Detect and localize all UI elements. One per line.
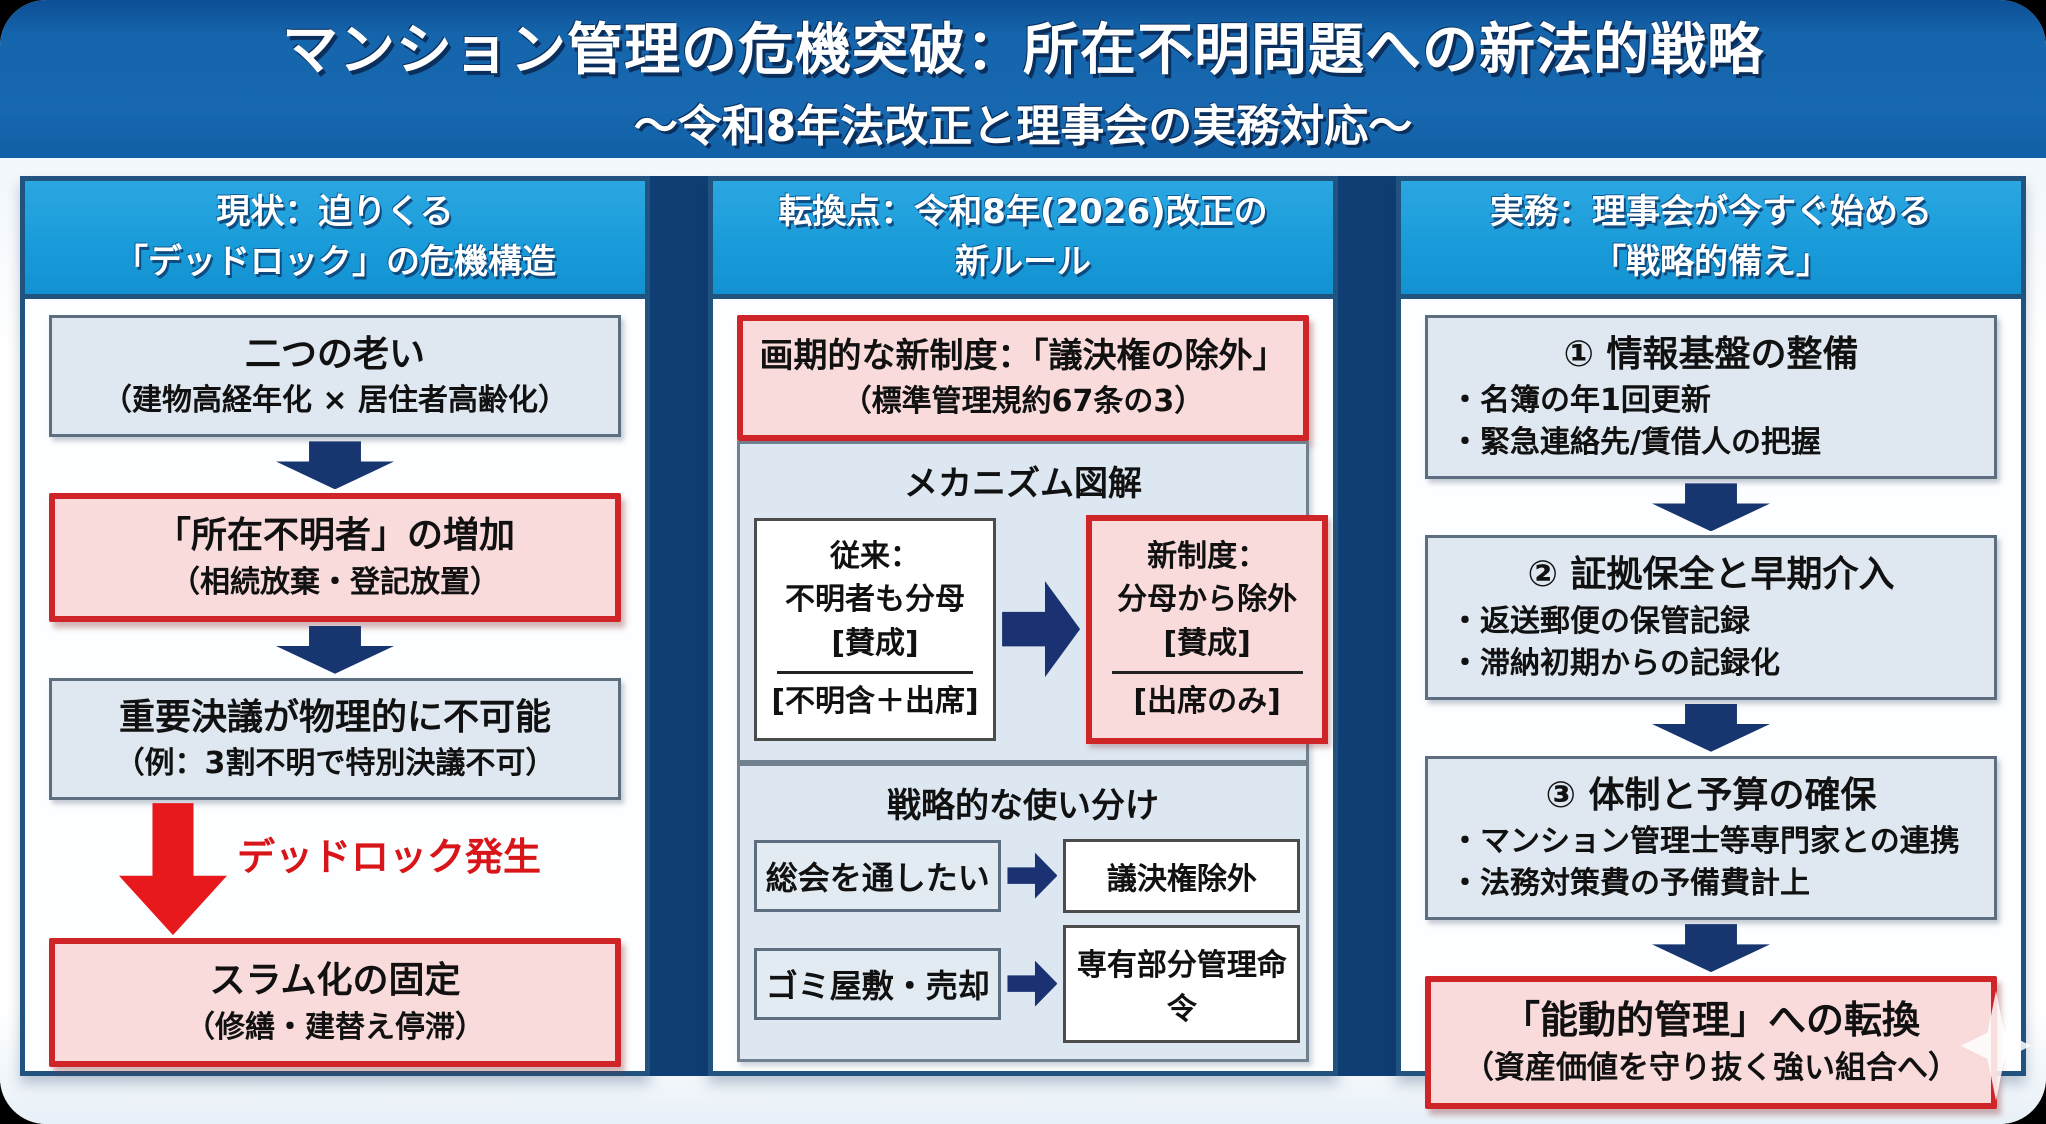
main-title: マンション管理の危機突破：所在不明問題への新法的戦略 xyxy=(282,17,1764,83)
down-arrow-icon xyxy=(1652,924,1770,973)
box-title: スラム化の固定 xyxy=(209,960,461,1002)
box-resolution-impossible: 重要決議が物理的に不可能 （例：3割不明で特別決議不可） xyxy=(49,677,621,801)
fraction-numerator: [賛成] xyxy=(831,625,919,661)
step-title: ① 情報基盤の整備 xyxy=(1563,334,1859,375)
strategy-row: 総会を通したい 議決権除外 xyxy=(754,838,1301,913)
before-desc: 不明者も分母 xyxy=(785,582,966,618)
step-title: ③ 体制と予算の確保 xyxy=(1545,774,1877,816)
column-header-line2: 新ルール xyxy=(955,241,1091,282)
box-subtitle: （建物高経年化 × 居住者高齢化） xyxy=(101,383,569,419)
step-bullet: ・滞納初期からの記録化 xyxy=(1450,645,1780,681)
mechanism-title: メカニズム図解 xyxy=(904,463,1142,504)
fraction-denominator: [不明含＋出席] xyxy=(771,684,979,720)
column-practice: 実務：理事会が今すぐ始める 「戦略的備え」 ① 情報基盤の整備 ・名簿の年1回更… xyxy=(1396,176,2031,1109)
mechanism-panel: メカニズム図解 従来： 不明者も分母 [賛成] [不明含＋出席] 新制度： xyxy=(737,440,1329,763)
down-arrow-icon xyxy=(276,441,394,490)
column-gap-divider xyxy=(1338,176,1396,1076)
fraction-numerator: [賛成] xyxy=(1163,625,1251,661)
column-current-state-header: 現状：迫りくる 「デッドロック」の危機構造 xyxy=(25,181,645,299)
box-subtitle: （例：3割不明で特別決議不可） xyxy=(114,746,556,782)
column-header-line1: 現状：迫りくる xyxy=(216,192,454,233)
mechanism-row: 従来： 不明者も分母 [賛成] [不明含＋出席] 新制度： 分母から除外 [賛成… xyxy=(754,514,1329,744)
strategy-tool: 議決権除外 xyxy=(1063,838,1301,913)
column-turning-point: 転換点：令和8年(2026)改正の 新ルール 画期的な新制度：「議決権の除外」 … xyxy=(708,176,1338,1076)
box-subtitle: （資産価値を守り抜く強い組合へ） xyxy=(1463,1050,1959,1087)
box-active-management: 「能動的管理」への転換 （資産価値を守り抜く強い組合へ） xyxy=(1425,976,1997,1109)
box-title: 「能動的管理」への転換 xyxy=(1501,998,1920,1043)
column-header-line2: 「戦略的備え」 xyxy=(1592,241,1830,282)
box-missing-owners: 「所在不明者」の増加 （相続放棄・登記放置） xyxy=(49,493,621,622)
down-arrow-icon xyxy=(276,625,394,674)
deadlock-label: デッドロック発生 xyxy=(236,835,541,880)
column-header-line2: 「デッドロック」の危機構造 xyxy=(114,241,556,282)
mechanism-after-box: 新制度： 分母から除外 [賛成] [出席のみ] xyxy=(1086,514,1329,744)
box-subtitle: （相続放棄・登記放置） xyxy=(170,564,500,600)
column-turning-point-header: 転換点：令和8年(2026)改正の 新ルール xyxy=(713,181,1333,299)
down-arrow-icon xyxy=(1652,483,1770,532)
fraction-denominator: [出席のみ] xyxy=(1133,684,1281,720)
after-desc: 分母から除外 xyxy=(1117,582,1298,618)
strategy-title: 戦略的な使い分け xyxy=(887,785,1159,826)
column-header-line1: 実務：理事会が今すぐ始める xyxy=(1490,192,1932,233)
strategy-tool: 専有部分管理命令 xyxy=(1063,924,1301,1043)
step-bullet: ・緊急連絡先/賃借人の把握 xyxy=(1450,425,1821,461)
box-title: 画期的な新制度：「議決権の除外」 xyxy=(759,336,1287,376)
mechanism-before-box: 従来： 不明者も分母 [賛成] [不明含＋出席] xyxy=(754,517,997,741)
step-bullet: ・法務対策費の予備費計上 xyxy=(1450,866,1810,902)
box-subtitle: （修繕・建替え停滞） xyxy=(185,1009,485,1045)
column-turning-point-body: 画期的な新制度：「議決権の除外」 （標準管理規約67条の3） メカニズム図解 従… xyxy=(713,299,1333,1080)
box-title: 二つの老い xyxy=(244,334,425,375)
step-2-box: ② 証拠保全と早期介入 ・返送郵便の保管記録 ・滞納初期からの記録化 xyxy=(1425,535,1997,700)
step-bullet: ・マンション管理士等専門家との連携 xyxy=(1450,824,1960,860)
fraction-bar xyxy=(776,671,974,675)
before-label: 従来： xyxy=(830,538,921,574)
box-title: 重要決議が物理的に不可能 xyxy=(118,696,551,738)
title-banner: マンション管理の危機突破：所在不明問題への新法的戦略 ～令和8年法改正と理事会の… xyxy=(0,0,2046,158)
box-slum-fixation: スラム化の固定 （修繕・建替え停滞） xyxy=(49,938,621,1067)
fraction-bar xyxy=(1111,671,1303,675)
step-1-box: ① 情報基盤の整備 ・名簿の年1回更新 ・緊急連絡先/賃借人の把握 xyxy=(1425,315,1997,480)
content-area: 現状：迫りくる 「デッドロック」の危機構造 二つの老い （建物高経年化 × 居住… xyxy=(0,158,2046,1124)
strategy-row: ゴミ屋敷・売却 専有部分管理命令 xyxy=(754,924,1301,1043)
step-3-box: ③ 体制と予算の確保 ・マンション管理士等専門家との連携 ・法務対策費の予備費計… xyxy=(1425,755,1997,921)
strategy-case: 総会を通したい xyxy=(754,839,1002,912)
box-subtitle: （標準管理規約67条の3） xyxy=(841,383,1205,419)
column-current-state-body: 二つの老い （建物高経年化 × 居住者高齢化） 「所在不明者」の増加 （相続放棄… xyxy=(25,299,645,1085)
column-practice-body: ① 情報基盤の整備 ・名簿の年1回更新 ・緊急連絡先/賃借人の把握 ② 証拠保全… xyxy=(1401,299,2031,1124)
after-label: 新制度： xyxy=(1147,538,1268,574)
column-header-line1: 転換点：令和8年(2026)改正の xyxy=(778,192,1268,233)
box-two-agings: 二つの老い （建物高経年化 × 居住者高齢化） xyxy=(49,315,621,438)
right-arrow-icon xyxy=(1002,581,1081,678)
column-gap-divider xyxy=(650,176,708,1076)
box-new-system: 画期的な新制度：「議決権の除外」 （標準管理規約67条の3） xyxy=(737,315,1309,441)
column-practice-header: 実務：理事会が今すぐ始める 「戦略的備え」 xyxy=(1401,181,2021,299)
strategy-case: ゴミ屋敷・売却 xyxy=(754,947,1002,1020)
deadlock-arrow-row: デッドロック発生 xyxy=(49,800,621,938)
down-arrow-icon xyxy=(1652,703,1770,752)
sub-title: ～令和8年法改正と理事会の実務対応～ xyxy=(633,100,1413,152)
final-box-wrapper: 「能動的管理」への転換 （資産価値を守り抜く強い組合へ） xyxy=(1425,976,2031,1109)
right-arrow-icon xyxy=(1007,852,1058,899)
box-title: 「所在不明者」の増加 xyxy=(154,515,515,557)
right-arrow-icon xyxy=(1007,960,1058,1007)
step-title: ② 証拠保全と早期介入 xyxy=(1527,554,1895,596)
column-current-state: 現状：迫りくる 「デッドロック」の危機構造 二つの老い （建物高経年化 × 居住… xyxy=(20,176,650,1076)
step-bullet: ・返送郵便の保管記録 xyxy=(1450,603,1750,639)
strategy-panel: 戦略的な使い分け 総会を通したい 議決権除外 ゴミ屋敷・売却 専有部分管理命令 xyxy=(737,762,1309,1062)
step-bullet: ・名簿の年1回更新 xyxy=(1450,383,1711,419)
deadlock-red-arrow-icon xyxy=(118,803,227,936)
